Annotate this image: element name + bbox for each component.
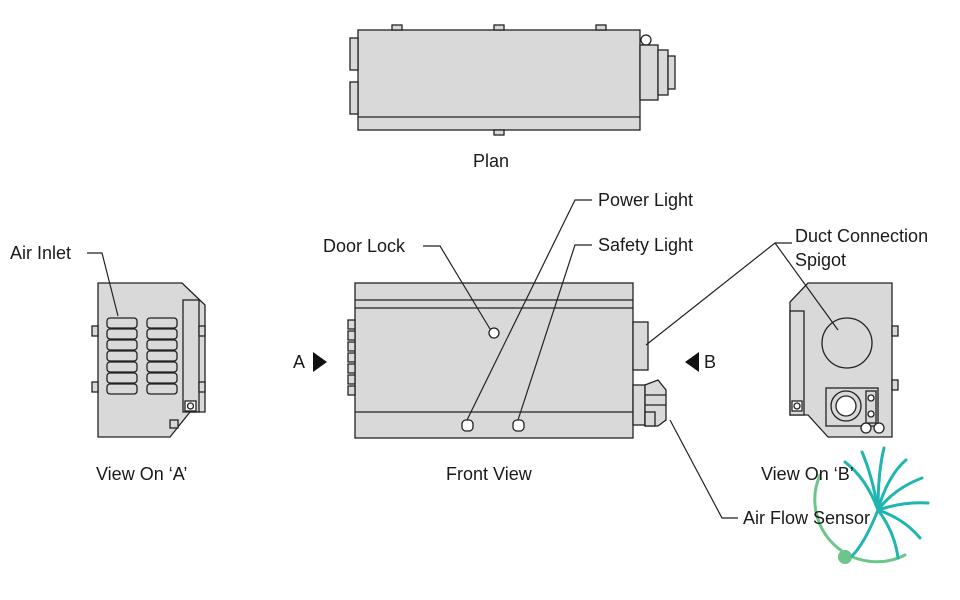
- power-light-leader: [466, 199, 592, 421]
- duct-spigot-label: Spigot: [795, 250, 847, 270]
- plan-caption: Plan: [473, 151, 510, 171]
- air-inlet-label: Air Inlet: [10, 243, 72, 263]
- view-b: [789, 282, 899, 438]
- front-view: [347, 282, 667, 439]
- safety-light-leader: [517, 244, 592, 421]
- air-flow-sensor-housing: [632, 379, 667, 427]
- door-lock-label: Door Lock: [323, 236, 406, 256]
- air-inlet-leader: [87, 252, 119, 317]
- front-view-caption: Front View: [446, 464, 532, 484]
- duct-spigot-leader-front: [645, 242, 792, 346]
- air-flow-sensor-leader: [669, 419, 738, 519]
- safety-light-label: Safety Light: [598, 235, 694, 255]
- door-lock-leader: [423, 245, 491, 330]
- duct-spigot-icon: [821, 317, 873, 369]
- arrow-a-label: A: [293, 352, 306, 372]
- duct-connection-label: Duct Connection: [795, 226, 929, 246]
- arrow-a-icon: [313, 352, 327, 372]
- view-b-caption: View On ‘B’: [761, 464, 854, 484]
- power-light-label: Power Light: [598, 190, 694, 210]
- view-a-caption: View On ‘A’: [96, 464, 188, 484]
- safety-light-icon: [512, 419, 525, 432]
- watermark-logo-icon: [813, 446, 930, 564]
- air-flow-sensor-label: Air Flow Sensor: [743, 508, 871, 528]
- arrow-b-label: B: [704, 352, 717, 372]
- view-a: [91, 282, 206, 438]
- air-inlet-grille: [106, 317, 178, 395]
- door-lock-icon: [488, 327, 500, 339]
- arrow-b-icon: [685, 352, 699, 372]
- duct-spigot-leader-side: [774, 242, 839, 331]
- plan-view: [349, 24, 676, 136]
- power-light-icon: [461, 419, 474, 432]
